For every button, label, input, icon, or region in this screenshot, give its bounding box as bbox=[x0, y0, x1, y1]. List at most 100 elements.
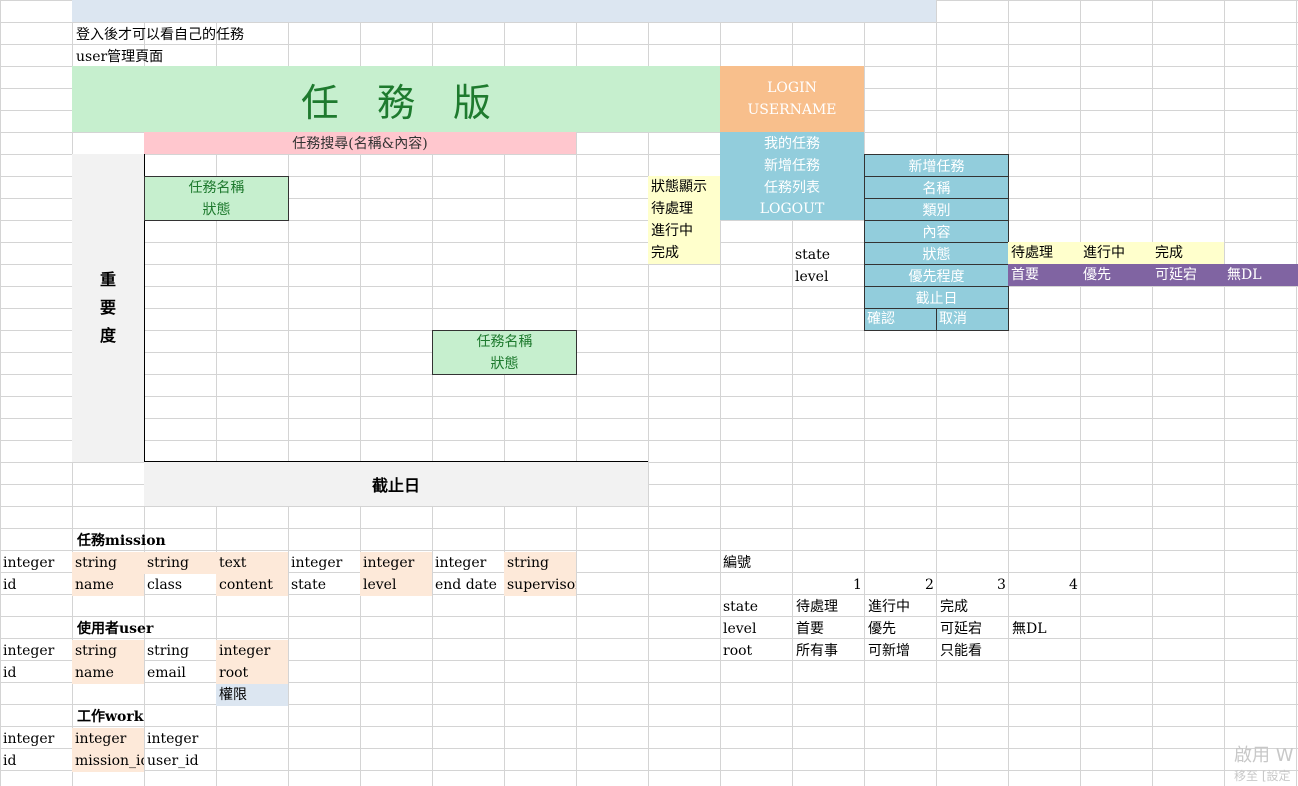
nav-add-task[interactable]: 新增任務 bbox=[720, 154, 864, 176]
state-option-done[interactable]: 完成 bbox=[1152, 242, 1224, 264]
form-field-content[interactable]: 內容 bbox=[864, 220, 1009, 243]
nav-my-tasks[interactable]: 我的任務 bbox=[720, 132, 864, 154]
mission-type-end-date: integer bbox=[435, 555, 487, 571]
work-col-user-id: user_id bbox=[147, 753, 199, 769]
code-row-state-2: 進行中 bbox=[868, 599, 910, 615]
note-login-required: 登入後才可以看自己的任務 bbox=[76, 27, 244, 43]
mission-type-level: integer bbox=[360, 552, 432, 574]
work-col-id: id bbox=[3, 753, 17, 769]
user-table-title: 使用者user bbox=[77, 621, 154, 637]
nav-task-list[interactable]: 任務列表 bbox=[720, 176, 864, 198]
code-row-level-2: 優先 bbox=[868, 621, 896, 637]
state-option-pending[interactable]: 待處理 bbox=[1008, 242, 1080, 264]
form-field-category[interactable]: 類別 bbox=[864, 198, 1009, 221]
user-col-email: email bbox=[147, 665, 186, 681]
mission-table-title: 任務mission bbox=[77, 533, 166, 549]
board-title: 任 務 版 bbox=[72, 66, 720, 132]
user-type-root: integer bbox=[216, 640, 288, 662]
task-card-status: 狀態 bbox=[490, 355, 519, 372]
code-row-root-3: 只能看 bbox=[940, 643, 982, 659]
form-field-status[interactable]: 狀態 bbox=[864, 242, 1009, 265]
user-root-note: 權限 bbox=[216, 684, 288, 706]
activation-watermark-line2: 移至 [設定 bbox=[1234, 769, 1291, 783]
state-label: state bbox=[795, 247, 831, 263]
code-number-2: 2 bbox=[925, 577, 934, 593]
code-number-1: 1 bbox=[853, 577, 862, 593]
y-axis-char-1: 重 bbox=[99, 270, 116, 289]
code-row-root-2: 可新增 bbox=[868, 643, 910, 659]
login-box[interactable]: LOGIN USERNAME bbox=[720, 66, 864, 132]
mission-type-class: string bbox=[144, 552, 216, 574]
status-filter-done[interactable]: 完成 bbox=[648, 242, 720, 264]
mission-col-state: state bbox=[291, 577, 327, 593]
mission-col-name: name bbox=[72, 574, 144, 596]
y-axis-char-2: 要 bbox=[99, 298, 116, 317]
code-row-state-1: 待處理 bbox=[796, 599, 838, 615]
code-number-4: 4 bbox=[1069, 577, 1078, 593]
mission-type-content: text bbox=[216, 552, 288, 574]
user-col-root: root bbox=[216, 662, 288, 684]
work-table-title: 工作work bbox=[77, 709, 144, 725]
mission-type-name: string bbox=[72, 552, 144, 574]
level-option-top[interactable]: 首要 bbox=[1008, 264, 1080, 286]
work-type-mission-id: integer bbox=[72, 728, 144, 750]
note-user-management: user管理頁面 bbox=[76, 49, 164, 65]
code-row-level-1: 首要 bbox=[796, 621, 824, 637]
status-display-header: 狀態顯示 bbox=[648, 176, 720, 198]
mission-col-id: id bbox=[3, 577, 17, 593]
mission-type-supervisor: string bbox=[504, 552, 576, 574]
search-bar[interactable]: 任務搜尋(名稱&內容) bbox=[144, 132, 576, 154]
mission-col-end-date: end date bbox=[435, 577, 497, 593]
form-field-priority[interactable]: 優先程度 bbox=[864, 264, 1009, 287]
code-row-level-key: level bbox=[723, 621, 757, 637]
nav-logout[interactable]: LOGOUT bbox=[720, 198, 864, 220]
code-row-root-key: root bbox=[723, 643, 753, 659]
task-card-status: 狀態 bbox=[202, 201, 231, 218]
form-field-name[interactable]: 名稱 bbox=[864, 176, 1009, 199]
username-label: USERNAME bbox=[747, 102, 837, 118]
level-option-priority[interactable]: 優先 bbox=[1080, 264, 1152, 286]
status-filter-pending[interactable]: 待處理 bbox=[648, 198, 720, 220]
mission-col-content: content bbox=[216, 574, 288, 596]
mission-type-state: integer bbox=[291, 555, 343, 571]
y-axis-importance: 重 要 度 bbox=[72, 154, 144, 462]
level-option-deferrable[interactable]: 可延宕 bbox=[1152, 264, 1224, 286]
state-option-in-progress[interactable]: 進行中 bbox=[1080, 242, 1152, 264]
code-row-level-4: 無DL bbox=[1012, 621, 1047, 637]
user-col-id: id bbox=[3, 665, 17, 681]
code-row-state-3: 完成 bbox=[940, 599, 968, 615]
task-card-name: 任務名稱 bbox=[188, 179, 245, 196]
search-label: 任務搜尋(名稱&內容) bbox=[292, 136, 428, 152]
code-row-root-1: 所有事 bbox=[796, 643, 838, 659]
code-row-state-key: state bbox=[723, 599, 759, 615]
status-filter-in-progress[interactable]: 進行中 bbox=[648, 220, 720, 242]
user-type-id: integer bbox=[3, 643, 55, 659]
code-row-level-3: 可延宕 bbox=[940, 621, 982, 637]
user-type-email: string bbox=[147, 643, 189, 659]
login-label[interactable]: LOGIN bbox=[767, 80, 817, 96]
mission-col-class: class bbox=[147, 577, 183, 593]
activation-watermark-line1: 啟用 W bbox=[1234, 745, 1294, 766]
level-option-no-deadline[interactable]: 無DL bbox=[1224, 264, 1298, 286]
confirm-button[interactable]: 確認 bbox=[864, 308, 937, 331]
form-field-deadline[interactable]: 截止日 bbox=[864, 286, 1009, 309]
user-type-name: string bbox=[72, 640, 144, 662]
mission-type-id: integer bbox=[3, 555, 55, 571]
header-strip bbox=[72, 0, 936, 22]
form-header-add-task: 新增任務 bbox=[864, 154, 1009, 177]
code-number-3: 3 bbox=[997, 577, 1006, 593]
level-label: level bbox=[795, 269, 829, 285]
cancel-button[interactable]: 取消 bbox=[936, 308, 1009, 331]
x-axis-deadline: 截止日 bbox=[144, 462, 648, 506]
task-card-name: 任務名稱 bbox=[476, 333, 533, 350]
y-axis-line bbox=[144, 154, 145, 462]
work-col-mission-id: mission_id bbox=[72, 750, 144, 772]
work-type-id: integer bbox=[3, 731, 55, 747]
board-title-text: 任 務 版 bbox=[300, 80, 491, 125]
task-card[interactable]: 任務名稱 狀態 bbox=[432, 330, 577, 375]
work-type-user-id: integer bbox=[147, 731, 199, 747]
mission-col-level: level bbox=[360, 574, 432, 596]
x-axis-label: 截止日 bbox=[371, 476, 420, 495]
mission-col-supervisor: supervisor bbox=[504, 574, 576, 596]
task-card[interactable]: 任務名稱 狀態 bbox=[144, 176, 289, 221]
